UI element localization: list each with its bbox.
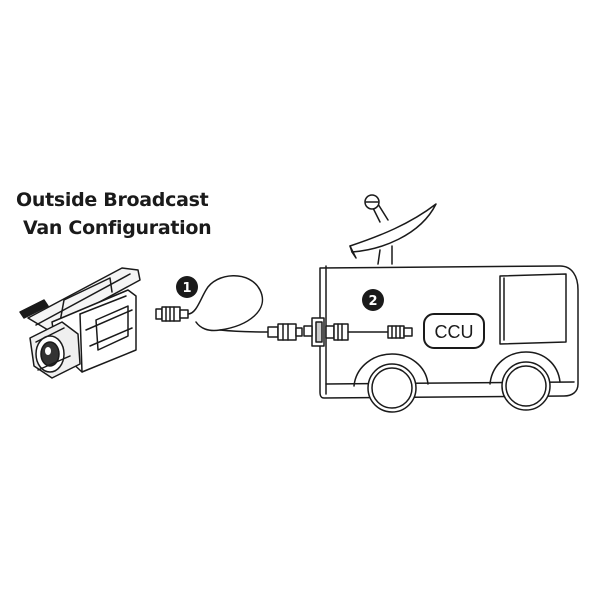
step-badge-2: 2 bbox=[362, 289, 384, 311]
video-camera-icon bbox=[19, 267, 141, 379]
step-badge-1-label: 1 bbox=[182, 281, 191, 296]
ccu-label: CCU bbox=[435, 322, 474, 342]
satellite-dish-icon bbox=[349, 194, 437, 265]
step-badge-1: 1 bbox=[176, 276, 198, 298]
diagram-title-line-2: Van Configuration bbox=[23, 217, 212, 239]
step-badge-2-label: 2 bbox=[368, 294, 377, 309]
cable-icon bbox=[325, 323, 413, 341]
cable-icon bbox=[155, 275, 303, 341]
broadcast-van-icon bbox=[303, 265, 579, 413]
diagram-title-line-1: Outside Broadcast bbox=[16, 189, 209, 211]
